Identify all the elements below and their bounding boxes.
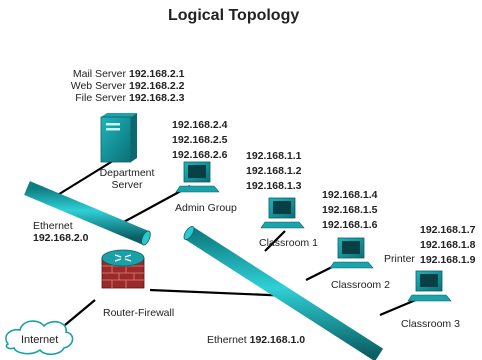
ethernet-segment-top: [24, 181, 151, 246]
admin-ips: 192.168.2.4 192.168.2.5 192.168.2.6: [172, 118, 227, 163]
mail-server-ip: 192.168.2.1: [129, 68, 185, 80]
classroom3-ip-1: 192.168.1.7: [420, 224, 476, 236]
classroom2-ip-2: 192.168.1.5: [322, 204, 378, 216]
mail-server-label: Mail Server: [72, 68, 126, 80]
router-firewall-icon: [101, 249, 145, 289]
file-server-label: File Server: [75, 92, 126, 104]
admin-ip-1: 192.168.2.4: [172, 119, 228, 131]
web-server-ip: 192.168.2.2: [129, 80, 185, 92]
classroom1-pc-icon: [260, 197, 305, 229]
classroom1-ip-2: 192.168.1.2: [246, 165, 302, 177]
admin-ip-3: 192.168.2.6: [172, 149, 228, 161]
ethernet-bottom-name: Ethernet: [207, 334, 247, 346]
ethernet-bottom-label: Ethernet 192.168.1.0: [207, 334, 305, 346]
classroom2-ips: 192.168.1.4 192.168.1.5 192.168.1.6: [322, 188, 377, 233]
classroom1-ip-1: 192.168.1.1: [246, 150, 302, 162]
page-title: Logical Topology: [168, 7, 300, 24]
server-labels: Mail Server Web Server File Server: [50, 68, 126, 104]
classroom1-ip-3: 192.168.1.3: [246, 180, 302, 192]
classroom3-ips: 192.168.1.7 192.168.1.8 192.168.1.9: [420, 223, 475, 268]
link-lines: [55, 158, 419, 326]
web-server-label: Web Server: [70, 80, 126, 92]
classroom2-pc-icon: [329, 237, 374, 269]
classroom3-ip-2: 192.168.1.8: [420, 239, 476, 251]
admin-pc-icon: [175, 161, 220, 193]
server-ips: 192.168.2.1 192.168.2.2 192.168.2.3: [129, 68, 184, 104]
classroom2-ip-1: 192.168.1.4: [322, 189, 378, 201]
classroom2-ip-3: 192.168.1.6: [322, 219, 378, 231]
ethernet-bottom-ip: 192.168.1.0: [249, 334, 306, 346]
ethernet-top-name: Ethernet: [33, 220, 73, 232]
department-server-icon: [100, 113, 137, 163]
classroom3-label: Classroom 3: [401, 318, 460, 330]
router-firewall-label: Router-Firewall: [103, 307, 175, 319]
ethernet-segment-bottom: [183, 226, 384, 360]
classroom1-ips: 192.168.1.1 192.168.1.2 192.168.1.3: [246, 149, 301, 194]
department-server-label: Department Server: [99, 167, 155, 191]
file-server-ip: 192.168.2.3: [129, 92, 185, 104]
classroom2-label: Classroom 2: [331, 279, 390, 291]
classroom3-pc-icon: [407, 270, 452, 302]
internet-label: Internet: [21, 334, 59, 346]
admin-group-label: Admin Group: [175, 202, 237, 214]
ethernet-top-label: Ethernet 192.168.2.0: [33, 220, 88, 244]
internet-cloud-icon: [5, 320, 74, 356]
ethernet-top-ip: 192.168.2.0: [33, 232, 89, 244]
classroom1-label: Classroom 1: [259, 237, 318, 249]
admin-ip-2: 192.168.2.5: [172, 134, 228, 146]
classroom3-ip-3: 192.168.1.9: [420, 254, 476, 266]
printer-label: Printer: [384, 253, 415, 265]
